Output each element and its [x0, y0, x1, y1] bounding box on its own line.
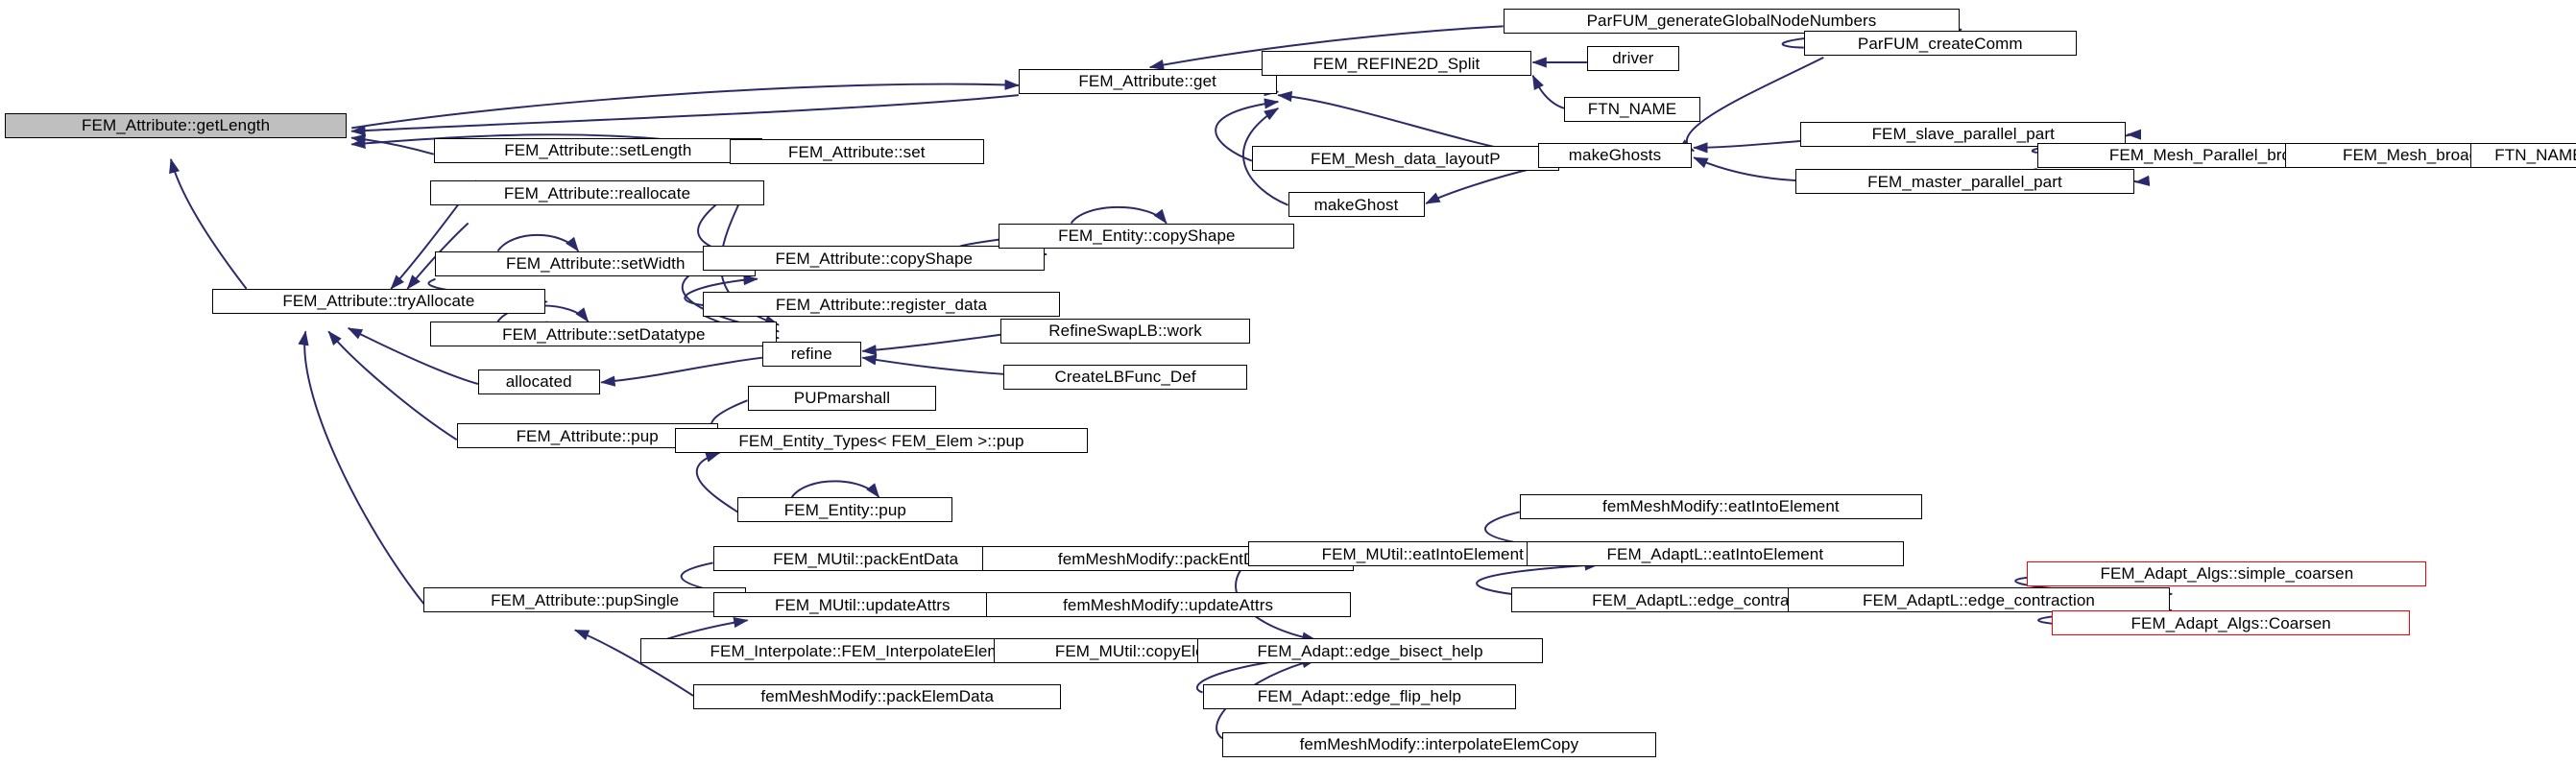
graph-node-pup[interactable]: FEM_Attribute::pup	[456, 423, 718, 449]
graph-edge-slaveParallelPart-to-makeGhosts	[1693, 140, 1801, 154]
graph-node-setDatatype[interactable]: FEM_Attribute::setDatatype	[430, 322, 778, 347]
graph-node-refine[interactable]: refine	[761, 341, 861, 367]
graph-node-meshDataLayoutP[interactable]: FEM_Mesh_data_layoutP	[1251, 146, 1559, 172]
graph-node-registerData[interactable]: FEM_Attribute::register_data	[703, 292, 1060, 318]
graph-node-eatIntoElement[interactable]: FEM_MUtil::eatIntoElement	[1248, 541, 1598, 567]
graph-node-femMeshEatInto[interactable]: femMeshModify::eatIntoElement	[1519, 493, 1922, 519]
graph-node-entityCopyShape[interactable]: FEM_Entity::copyShape	[999, 223, 1295, 249]
graph-node-pupmarshall[interactable]: PUPmarshall	[747, 385, 937, 411]
graph-edge-setLength-to-getLength	[350, 133, 434, 155]
graph-node-entityTypesPup[interactable]: FEM_Entity_Types< FEM_Elem >::pup	[675, 428, 1088, 454]
graph-edge-entityCopyShape-to-entityCopyShape	[1070, 205, 1168, 225]
graph-node-edgeBisectHelp[interactable]: FEM_Adapt::edge_bisect_help	[1197, 638, 1543, 664]
graph-node-makeGhost[interactable]: makeGhost	[1288, 192, 1425, 218]
graph-node-allocated[interactable]: allocated	[477, 369, 600, 394]
graph-node-setWidth[interactable]: FEM_Attribute::setWidth	[435, 250, 757, 276]
graph-edge-entityPup-to-pup	[695, 451, 738, 513]
graph-node-slaveParallelPart[interactable]: FEM_slave_parallel_part	[1800, 121, 2127, 147]
graph-node-simpleCoarsen[interactable]: FEM_Adapt_Algs::simple_coarsen	[2027, 560, 2427, 586]
graph-node-setLength[interactable]: FEM_Attribute::setLength	[433, 137, 762, 163]
graph-node-edgeContraction[interactable]: FEM_AdaptL::edge_contraction	[1787, 587, 2171, 613]
graph-edge-setWidth-to-setWidth	[496, 234, 580, 252]
graph-node-reallocate[interactable]: FEM_Attribute::reallocate	[430, 180, 764, 206]
graph-edge-pupSingle-to-tryAllocate	[298, 330, 425, 605]
graph-node-mutilPackEntData[interactable]: FEM_MUtil::packEntData	[712, 546, 1019, 572]
graph-node-driver[interactable]: driver	[1586, 45, 1679, 71]
graph-node-packElemData[interactable]: femMeshModify::packElemData	[693, 683, 1062, 709]
graph-node-parfumCreateComm[interactable]: ParFUM_createComm	[1803, 31, 2077, 57]
graph-edge-get-to-getLength	[351, 79, 1020, 130]
graph-edge-createLBFuncDef-to-refine	[861, 354, 1004, 375]
graph-edge-tryAllocate-to-getLength	[169, 157, 248, 290]
graph-node-tryAllocate[interactable]: FEM_Attribute::tryAllocate	[211, 288, 546, 314]
graph-node-set[interactable]: FEM_Attribute::set	[729, 139, 984, 165]
graph-edge-masterParallelPart-to-makeGhosts	[1693, 156, 1796, 182]
graph-node-ftnNameA[interactable]: FTN_NAME	[1563, 96, 1700, 122]
graph-edge-ftnNameA-to-refine2DSplit	[1531, 74, 1565, 109]
graph-node-pupSingle[interactable]: FEM_Attribute::pupSingle	[423, 587, 746, 613]
graph-node-femMeshUpdateAttrs[interactable]: femMeshModify::updateAttrs	[985, 592, 1351, 618]
graph-node-mutilUpdateAttrs[interactable]: FEM_MUtil::updateAttrs	[712, 592, 1013, 618]
graph-node-get[interactable]: FEM_Attribute::get	[1018, 68, 1277, 94]
graph-node-makeGhosts[interactable]: makeGhosts	[1537, 142, 1693, 168]
graph-edge-refineSwapLBWork-to-refine	[861, 333, 1001, 356]
graph-node-entityPup[interactable]: FEM_Entity::pup	[737, 497, 953, 523]
graph-edge-makeGhosts-to-makeGhost	[1425, 166, 1538, 204]
graph-edge-entityPup-to-entityPup	[790, 480, 880, 498]
graph-node-femMeshInterpElemCopy[interactable]: femMeshModify::interpolateElemCopy	[1222, 731, 1656, 757]
graph-node-refineSwapLBWork[interactable]: RefineSwapLB::work	[1000, 318, 1251, 344]
graph-edge-get-to-getLength	[350, 94, 1019, 136]
graph-node-adaptLEatInto[interactable]: FEM_AdaptL::eatIntoElement	[1526, 541, 1905, 567]
graph-node-getLength[interactable]: FEM_Attribute::getLength	[5, 112, 348, 138]
graph-node-parfumGenerateGNN[interactable]: ParFUM_generateGlobalNodeNumbers	[1503, 8, 1961, 34]
graph-node-coarsen[interactable]: FEM_Adapt_Algs::Coarsen	[2052, 610, 2411, 635]
graph-node-createLBFuncDef[interactable]: CreateLBFunc_Def	[1003, 364, 1247, 390]
graph-node-ftnNameB[interactable]: FTN_NAME	[2470, 142, 2576, 168]
graph-node-masterParallelPart[interactable]: FEM_master_parallel_part	[1795, 169, 2134, 195]
graph-node-copyShape[interactable]: FEM_Attribute::copyShape	[703, 246, 1046, 272]
graph-node-refine2DSplit[interactable]: FEM_REFINE2D_Split	[1262, 51, 1531, 76]
graph-node-edgeFlipHelp[interactable]: FEM_Adapt::edge_flip_help	[1202, 683, 1517, 709]
graph-edge-pup-to-tryAllocate	[327, 330, 458, 441]
graph-edge-refine-to-allocated	[600, 356, 763, 387]
